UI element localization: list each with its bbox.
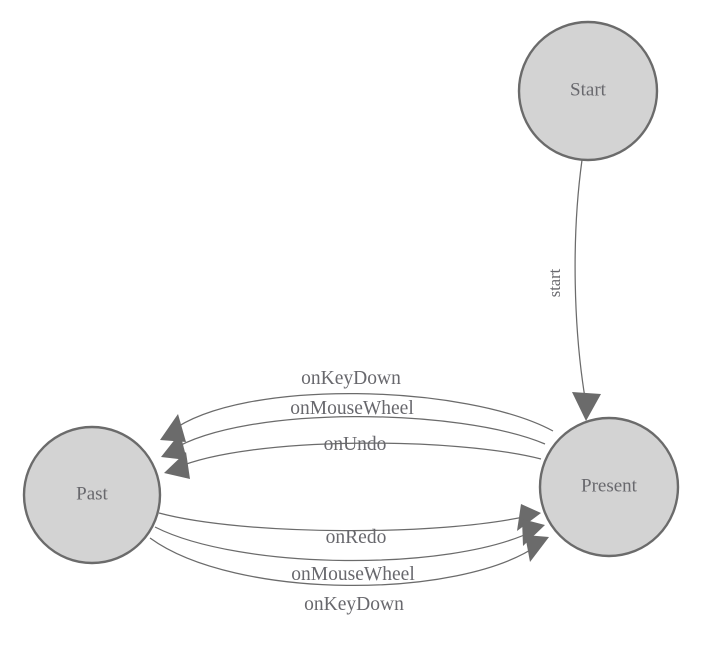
edge-start-to-present-arrowhead — [572, 392, 601, 421]
edge-present-to-past-onundo-arrowhead — [164, 452, 190, 479]
edge-present-to-past-onmousewheel-arrowhead — [161, 433, 187, 460]
node-present[interactable]: Present — [538, 416, 680, 558]
node-start[interactable]: Start — [517, 20, 659, 162]
edge-present-to-past-onmousewheel[interactable]: onMouseWheel — [161, 398, 546, 460]
edge-label-present-to-past-onundo: onUndo — [324, 434, 387, 455]
edge-label-past-to-present-onkeydown: onKeyDown — [304, 594, 404, 615]
edge-past-to-present-onkeydown[interactable]: onKeyDown — [149, 535, 549, 615]
edge-past-to-present-onredo[interactable]: onRedo — [158, 504, 541, 548]
edge-label-present-to-past-onmousewheel: onMouseWheel — [290, 398, 414, 419]
edge-past-to-present-onkeydown-arrowhead — [525, 535, 549, 562]
edge-present-to-past-onkeydown-path — [169, 392, 554, 433]
node-past-label: Past — [76, 483, 108, 504]
node-start-label: Start — [570, 79, 607, 100]
edge-present-to-past-onkeydown-arrowhead — [160, 414, 186, 442]
edge-present-to-past-onmousewheel-path — [171, 416, 546, 451]
edge-start-to-present[interactable]: start — [545, 159, 601, 421]
edge-label-start: start — [545, 268, 564, 297]
edge-past-to-present-onredo-path — [158, 512, 529, 532]
edge-start-to-present-path — [574, 159, 586, 399]
node-present-circle — [538, 416, 680, 558]
edge-past-to-present-onmousewheel-path — [154, 526, 534, 562]
edge-present-to-past-onundo[interactable]: onUndo — [164, 434, 542, 479]
edge-label-past-to-present-onredo: onRedo — [326, 527, 387, 548]
node-past[interactable]: Past — [22, 425, 162, 565]
edge-label-present-to-past-onkeydown: onKeyDown — [301, 368, 401, 389]
node-start-circle — [517, 20, 659, 162]
edge-present-to-past-onundo-path — [175, 442, 542, 469]
edge-past-to-present-onkeydown-path — [149, 537, 539, 587]
node-past-circle — [22, 425, 162, 565]
node-present-label: Present — [581, 475, 638, 496]
edge-label-past-to-present-onmousewheel: onMouseWheel — [291, 564, 415, 585]
